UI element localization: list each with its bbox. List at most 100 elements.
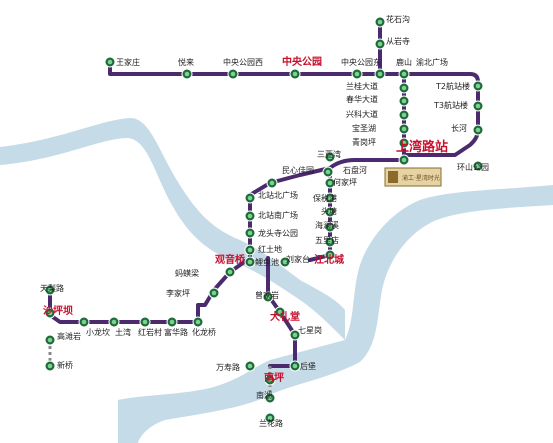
station-label: 宝圣湖 xyxy=(352,123,376,133)
station-label: 渝北广场 xyxy=(416,57,448,67)
station-dot-inner xyxy=(292,71,298,77)
station-label: 中央公园西 xyxy=(223,57,263,67)
station-label: 北站南广场 xyxy=(258,210,298,220)
station-dot-inner xyxy=(230,71,236,77)
station-layer xyxy=(44,16,484,424)
label-layer: 花石沟 从岩寺 王家庄 悦来 中央公园西 中央公园 中央公园东 鹿山 渝北广场 … xyxy=(40,14,489,428)
station-label: 高滩岩 xyxy=(57,331,81,341)
station-dot-inner xyxy=(247,363,253,369)
station-label: 兴科大道 xyxy=(346,109,378,119)
station-dot-inner xyxy=(267,377,273,383)
station-label: 后堡 xyxy=(300,361,316,371)
river-layer xyxy=(0,118,553,443)
station-dot-inner xyxy=(47,310,53,316)
station-dot-inner xyxy=(327,224,333,230)
station-dot-inner xyxy=(247,195,253,201)
station-dot-inner xyxy=(142,319,148,325)
station-dot-inner xyxy=(227,269,233,275)
station-label: 五里店 xyxy=(315,235,339,245)
station-label: 鲤鱼池 xyxy=(255,257,279,267)
station-dot-inner xyxy=(475,103,481,109)
station-label: 蚂蟥梁 xyxy=(175,268,199,278)
station-dot-inner xyxy=(325,169,331,175)
station-dot-inner xyxy=(327,209,333,215)
station-label: 刘家台 xyxy=(286,254,310,264)
station-dot-inner xyxy=(267,415,273,421)
dotted-extensions xyxy=(48,340,272,400)
yangtze-river xyxy=(118,185,553,443)
station-label: 保税港 xyxy=(313,193,337,203)
station-dot-inner xyxy=(327,180,333,186)
station-label: 青岗坪 xyxy=(352,137,376,147)
station-dot-inner xyxy=(327,252,333,258)
station-label: 长河 xyxy=(451,123,467,133)
station-dot-inner xyxy=(267,395,273,401)
station-label: 李家坪 xyxy=(166,288,190,298)
station-dot-inner xyxy=(475,83,481,89)
station-label: 万寿路 xyxy=(216,362,240,372)
station-label-highlight: 观音桥 xyxy=(215,253,246,266)
station-dot-inner xyxy=(292,332,298,338)
station-dot-inner xyxy=(247,230,253,236)
station-label: 海澜溪 xyxy=(315,220,339,230)
station-label: 天梨路 xyxy=(40,283,64,293)
station-label: 曾家岩 xyxy=(255,290,279,300)
station-dot-inner xyxy=(111,319,117,325)
station-label: 土湾 xyxy=(115,327,131,337)
station-label: 悦来 xyxy=(178,57,194,67)
station-label: 石盘河 xyxy=(343,165,367,175)
station-label: 王家庄 xyxy=(116,57,140,67)
station-label: 头塘 xyxy=(321,206,337,216)
river-junction xyxy=(300,280,345,340)
station-dot-inner xyxy=(184,71,190,77)
station-dot-inner xyxy=(277,309,283,315)
station-dot-inner xyxy=(327,154,333,160)
station-dot-inner xyxy=(282,259,288,265)
station-dot-inner xyxy=(475,127,481,133)
station-label: 花石沟 xyxy=(386,14,410,24)
station-dot-inner xyxy=(247,213,253,219)
station-label: 化龙桥 xyxy=(192,327,216,337)
station-dot-inner xyxy=(327,239,333,245)
station-label: 七星岗 xyxy=(298,326,322,335)
station-label: 春华大道 xyxy=(346,94,378,104)
station-label-highlight: 沙坪坝 xyxy=(43,304,73,317)
station-label: 富华路 xyxy=(164,327,188,337)
station-dot-inner xyxy=(377,41,383,47)
station-label: 兰花路 xyxy=(259,418,283,428)
station-dot-inner xyxy=(401,85,407,91)
station-dot-inner xyxy=(169,319,175,325)
station-dot-inner xyxy=(265,294,271,300)
station-label: 红土地 xyxy=(258,244,282,254)
station-label-highlight: 中央公园 xyxy=(282,55,322,68)
station-dot-inner xyxy=(107,59,113,65)
station-dot-inner xyxy=(47,287,53,293)
station-label-highlight: 江北城 xyxy=(314,253,344,266)
station-dot-inner xyxy=(401,71,407,77)
station-dot-inner xyxy=(195,319,201,325)
station-dot-inner xyxy=(47,337,53,343)
station-dot-inner xyxy=(401,140,407,146)
station-dot-inner xyxy=(292,363,298,369)
station-dot-inner xyxy=(401,112,407,118)
station-label: 红岩村 xyxy=(138,327,162,337)
station-dot-inner xyxy=(327,195,333,201)
line-segment-southwest xyxy=(48,158,406,324)
station-dot-inner xyxy=(354,71,360,77)
jialing-river xyxy=(0,118,300,300)
station-label: 北站北广场 xyxy=(258,190,298,200)
poi-label: 渝工·星湾时光 xyxy=(402,174,440,182)
station-label-highlight: 大礼堂 xyxy=(270,310,300,323)
station-label: 民心佳园 xyxy=(282,165,314,175)
station-dot-inner xyxy=(377,71,383,77)
station-label: T2航站楼 xyxy=(435,81,470,91)
station-label-highlight: 上湾路站 xyxy=(396,139,448,155)
station-dot-inner xyxy=(47,363,53,369)
station-label: 小龙坎 xyxy=(86,327,110,337)
station-dot-inner xyxy=(401,98,407,104)
station-label: 南湖 xyxy=(256,390,272,400)
station-dot-inner xyxy=(377,19,383,25)
station-label: 新桥 xyxy=(57,360,73,370)
station-label: 中央公园东 xyxy=(341,57,381,67)
